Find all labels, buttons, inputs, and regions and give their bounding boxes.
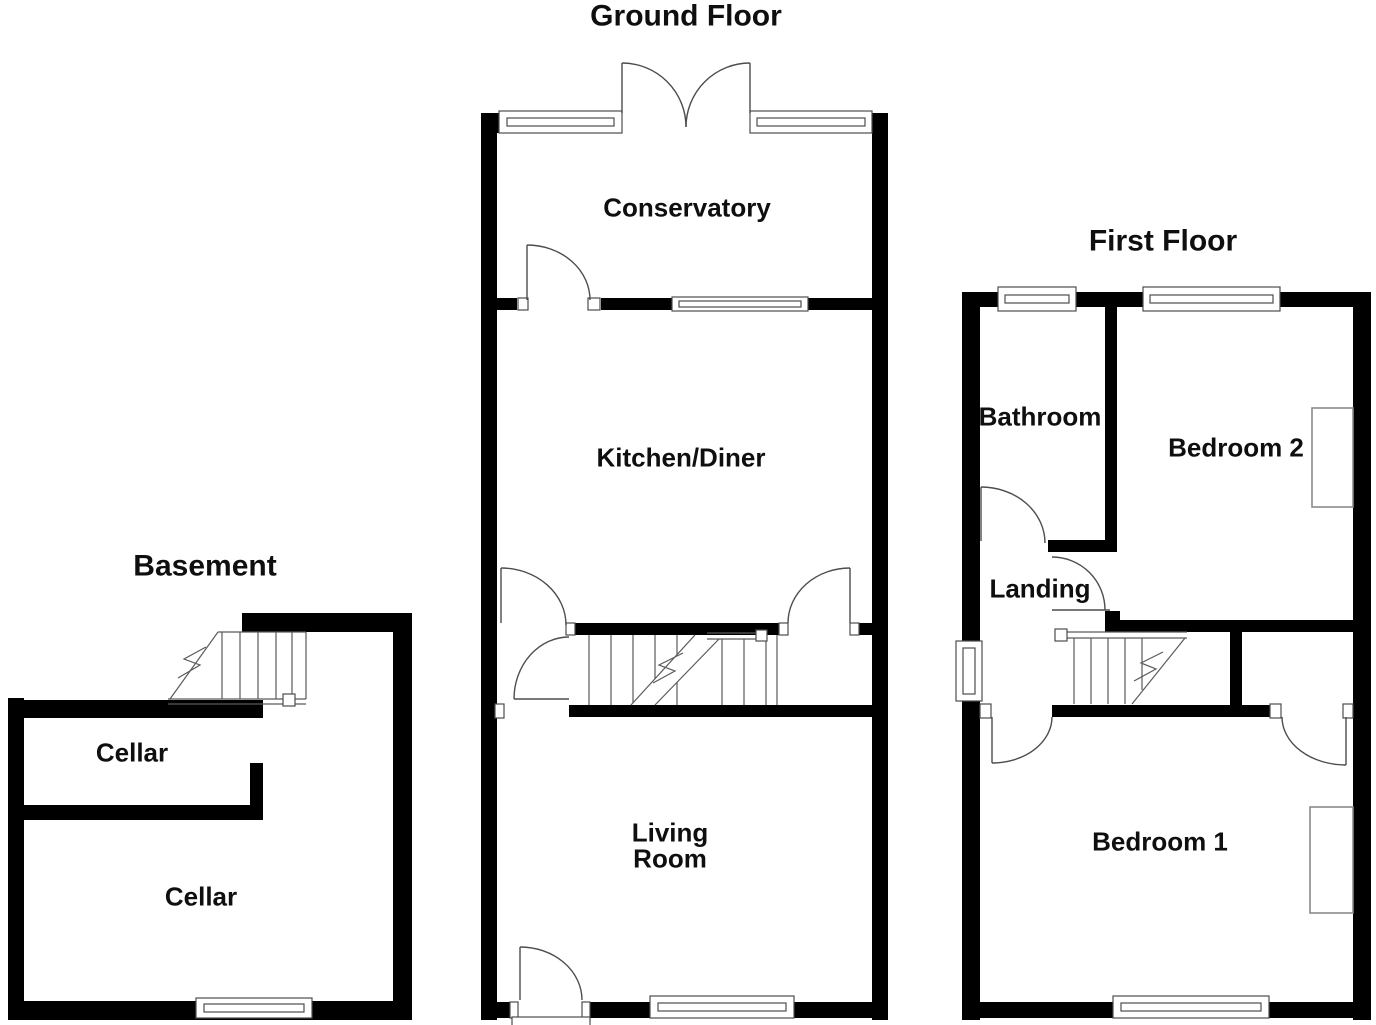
room-label-bathroom: Bathroom <box>978 401 1102 432</box>
room-label-cellar-lower: Cellar <box>164 881 238 912</box>
room-label-cellar-upper: Cellar <box>95 737 169 768</box>
first-door-frames <box>979 703 1354 719</box>
ground-windows <box>498 110 873 1019</box>
room-label-living-room-line2: Room <box>633 843 707 874</box>
room-label-kitchen-diner: Kitchen/Diner <box>596 442 766 473</box>
ground-door-frames <box>494 297 860 1025</box>
floor-title-ground: Ground Floor <box>590 0 782 33</box>
basement-stairs <box>168 631 307 707</box>
first-doors <box>980 486 1347 766</box>
first-stairs <box>1054 628 1187 705</box>
room-label-living-room-line1: Living <box>631 817 709 848</box>
room-label-landing: Landing <box>989 573 1091 604</box>
room-label-conservatory: Conservatory <box>603 192 771 223</box>
basement-windows <box>195 997 313 1019</box>
basement-plan <box>8 613 412 1020</box>
room-label-bedroom1: Bedroom 1 <box>1092 826 1228 857</box>
ground-floor-plan <box>481 62 888 1025</box>
floor-title-first: First Floor <box>1088 224 1238 258</box>
ground-walls <box>481 109 888 1020</box>
ground-doors <box>500 62 851 1001</box>
room-label-bedroom2: Bedroom 2 <box>1168 432 1304 463</box>
ground-stairs <box>588 629 778 706</box>
first-furniture <box>1309 407 1354 914</box>
basement-walls <box>8 613 412 1020</box>
floor-title-basement: Basement <box>133 549 277 583</box>
first-floor-plan <box>955 286 1371 1020</box>
first-windows <box>955 286 1281 1019</box>
